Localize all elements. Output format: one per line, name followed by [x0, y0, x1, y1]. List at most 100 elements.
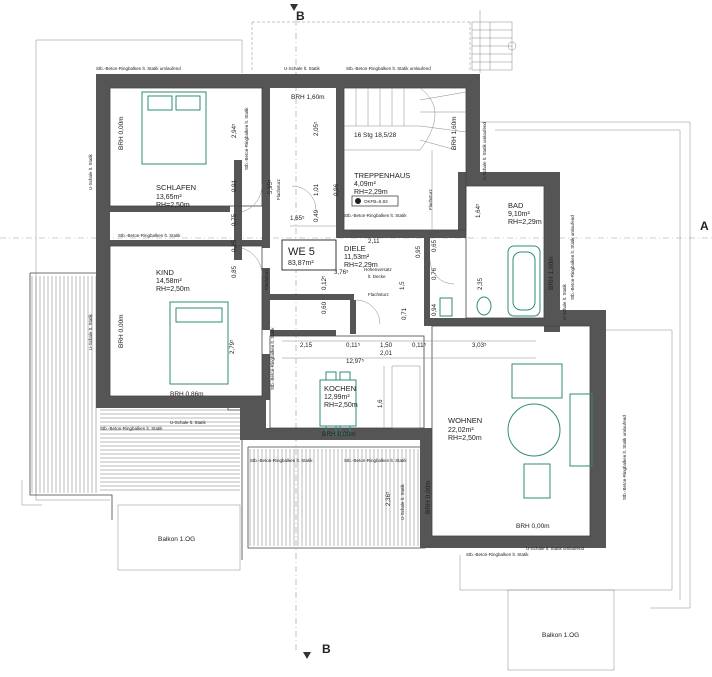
room-diele-name: DIELE	[344, 244, 366, 253]
sofa-right	[569, 393, 593, 467]
note-uschale-right-2: U-Schale lt. Statik	[562, 283, 567, 320]
exterior-stair	[471, 21, 517, 71]
construction-notes: Stb.-Beton-Ringbalken lt. Statik umlaufe…	[88, 66, 627, 557]
balcony-left-outer	[29, 273, 113, 520]
dim-095: 0,95	[415, 245, 422, 258]
note-uschale-right: U-Schale lt. Statik umlaufend	[482, 121, 487, 180]
dim-595: 5,95⁵	[267, 179, 274, 194]
brh-kind-left: BRH 0,00m	[118, 314, 125, 348]
dimension-lines	[282, 225, 536, 428]
brh-schlafen: BRH 0,00m	[118, 116, 125, 150]
note-ringbalken-kind: Stb.-Beton-Ringbalken lt. Statik	[118, 233, 181, 238]
room-kochen-name: KOCHEN	[324, 384, 356, 393]
brh-labels: BRH 0,00m BRH 1,60m BRH 1,60m BRH 0,00m …	[118, 94, 555, 530]
dim-16: 1,6	[377, 399, 384, 408]
room-treppenhaus-area: 4,09m²	[354, 181, 376, 188]
room-labels: SCHLAFEN 13,65m² RH=2,50m KIND 14,58m² R…	[156, 171, 542, 442]
stair-label: 16 Stg 18,5/28	[354, 132, 397, 139]
dim-376: 3,76⁵	[334, 269, 349, 276]
door-swings	[241, 183, 455, 325]
wall-outlines	[109, 87, 591, 537]
note-flachsturz-vert-2: Flachsturz	[264, 268, 269, 290]
armchair	[523, 463, 551, 499]
room-schlafen-height: RH=2,50m	[156, 202, 190, 209]
dim-303: 3,03⁵	[472, 342, 487, 349]
dim-085: 0,85	[231, 265, 238, 278]
dim-049: 0,49	[313, 209, 320, 222]
dim-076: 0,76	[431, 267, 438, 280]
room-kind-height: RH=2,50m	[156, 286, 190, 293]
note-ringbalken-top-left: Stb.-Beton-Ringbalken lt. Statik umlaufe…	[96, 66, 181, 71]
sink	[439, 297, 453, 317]
grid-a-right: A	[700, 219, 709, 233]
toilet	[476, 296, 492, 316]
kitchen-counter	[391, 365, 421, 429]
sofa-top	[511, 363, 563, 399]
bathtub	[507, 245, 541, 317]
unit-box	[281, 239, 337, 271]
round-table	[507, 403, 561, 457]
room-wohnen-area: 22,02m²	[448, 427, 474, 434]
room-schlafen-area: 13,65m²	[156, 194, 182, 201]
dim-091: 0,91	[231, 179, 238, 192]
exterior-walls	[96, 74, 606, 548]
room-diele-height: RH=2,29m	[344, 262, 378, 269]
dim-279: 2,79⁵	[229, 339, 236, 354]
note-uschale-left-low: U-Schale lt. Statik	[88, 313, 93, 350]
note-flachsturz-vert-3: Flachsturz	[428, 188, 433, 210]
brh-wohnen-bottom: BRH 0,00m	[516, 523, 550, 530]
dim-201: 2,01	[380, 350, 393, 357]
note-ringbalken-vert-1: Stb.-Beton-Ringbalken lt. Statik	[244, 107, 249, 170]
room-bad-name: BAD	[508, 201, 524, 210]
balcony-box-left	[117, 504, 241, 571]
note-ringbalken-vert-2: Stb.-Beton-Ringbalken lt. Statik	[270, 327, 275, 390]
dim-012: 0,12⁵	[321, 275, 328, 290]
dim-101: 1,01	[313, 183, 320, 196]
note-uschale-bottom-left: U-Schale lt. Statik	[170, 420, 207, 425]
dimension-labels: 2,94⁵ 2,05⁵ 0,91 1,01 5,95⁵ 0,96 0,49 1,…	[229, 121, 487, 506]
section-b-top-arrow	[290, 4, 298, 11]
dim-165: 1,65⁵	[290, 215, 305, 222]
brh-treppe: BRH 1,60m	[291, 94, 325, 101]
internal-stair	[344, 87, 467, 230]
room-bad-area: 9,10m²	[508, 211, 530, 218]
brh-kind-bottom: BRH 0,86m	[170, 391, 204, 398]
dining-table	[319, 379, 357, 427]
unit-name: WE 5	[288, 246, 315, 258]
room-wohnen-height: RH=2,50m	[448, 435, 482, 442]
unit-area: 83,87m²	[288, 260, 314, 267]
note-uschale-left: U-Schale lt. Statik	[88, 153, 93, 190]
brh-treppe-right: BRH 1,60m	[451, 116, 458, 150]
room-wohnen-name: WOHNEN	[448, 416, 482, 425]
dim-236: 2,36⁵	[385, 491, 392, 506]
dim-011a: 0,11⁵	[346, 342, 361, 349]
room-kochen-area: 12,99m²	[324, 394, 350, 401]
room-kochen-height: RH=2,50m	[324, 402, 358, 409]
dim-211: 2,11	[368, 238, 380, 245]
furniture	[141, 91, 593, 499]
dashed-zone	[251, 21, 471, 70]
note-uschale-bottom-right: U-Schale lt. Statik umlaufend	[526, 546, 585, 551]
note-ringbalken-top-right: Stb.-Beton-Ringbalken lt. Statik umlaufe…	[346, 66, 431, 71]
dim-096: 0,96	[333, 183, 340, 196]
room-schlafen-name: SCHLAFEN	[156, 183, 196, 192]
note-ringbalken-bottom-right: Stb.-Beton-Ringbalken lt. Statik	[466, 552, 529, 557]
dim-164: 1,64⁵	[475, 203, 482, 218]
okfb-box	[351, 195, 399, 207]
dim-215: 2,15	[300, 342, 313, 349]
note-ringbalken-bottom-left: Stb.-Beton-Ringbalken lt. Statik	[100, 426, 163, 431]
dim-094: 0,94	[431, 303, 438, 316]
note-flachsturz-diele: Flachsturz	[368, 292, 390, 297]
bed-single	[169, 301, 229, 385]
note-ringbalken-stair: Stb.-Beton-Ringbalken lt. Statik	[344, 213, 407, 218]
dim-15: 1,5	[399, 281, 406, 290]
interior-walls	[110, 88, 544, 400]
dim-294: 2,94⁵	[231, 123, 238, 138]
room-kind-area: 14,58m²	[156, 278, 182, 285]
note-uschale-top: U-Schale lt. Statik	[284, 66, 321, 71]
balcony-left-label: Balkon 1.OG	[158, 536, 195, 543]
section-b-bottom: B	[322, 642, 331, 656]
note-ringbalken-bottom-mid2: Stb.-Beton-Ringbalken lt. Statik	[344, 458, 407, 463]
dim-065: 0,65	[431, 239, 438, 252]
